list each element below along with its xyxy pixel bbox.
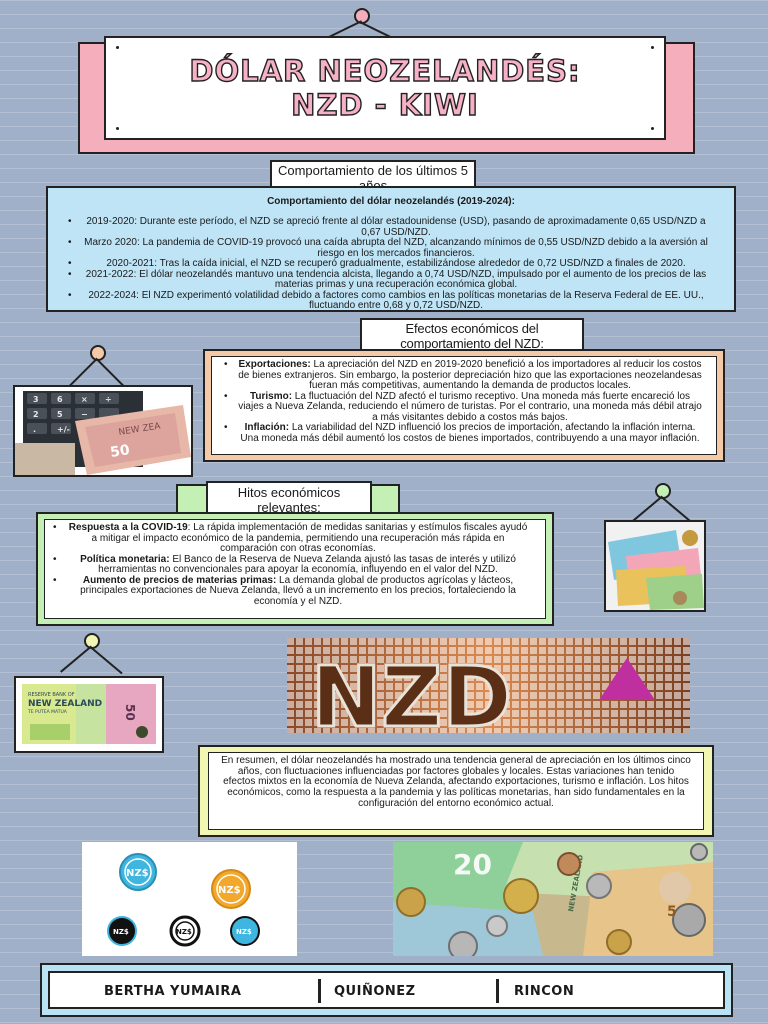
svg-text:6: 6 [57,395,63,404]
svg-text:5: 5 [57,410,63,419]
list-item: Política monetaria: El Banco de la Reser… [51,554,537,576]
svg-text:TE PUTEA MATUA: TE PUTEA MATUA [27,709,68,715]
footer-separator [318,979,321,1003]
section3-list: Respuesta a la COVID-19: La rápida imple… [45,520,545,607]
page-subtitle: NZD - KIWI [290,87,479,122]
list-item: 2021-2022: El dólar neozelandés mantuvo … [66,269,718,291]
picture3-hanger-string [90,647,123,675]
summary-text: En resumen, el dólar neozelandés ha most… [221,755,691,809]
author-first-name: BERTHA YUMAIRA [104,984,242,999]
svg-text:20: 20 [453,848,492,881]
section3-box: Respuesta a la COVID-19: La rápida imple… [36,512,554,626]
footer-separator [496,979,499,1003]
section3-label: Hitos económicos relevantes: [206,481,372,515]
svg-text:5: 5 [667,904,677,920]
svg-text:.: . [33,425,36,434]
svg-text:50: 50 [123,704,137,721]
picture2-hanger-string [631,495,663,523]
svg-text:RESERVE BANK OF: RESERVE BANK OF [28,692,75,698]
list-item: 2022-2024: El NZD experimentó volatilida… [66,290,718,312]
nz-banknote-illustration: RESERVE BANK OF NEW ZEALAND TE PUTEA MAT… [16,678,162,751]
svg-text:NZ$: NZ$ [126,868,149,879]
svg-text:50: 50 [109,442,131,461]
nzd-banknotes-image [604,520,706,612]
page-title: DÓLAR NEOZELANDÉS: [189,53,581,88]
list-item: Inflación: La variabilidad del NZD influ… [222,422,710,444]
svg-text:−: − [81,410,88,419]
nzd-sign-text: NZD [311,648,512,733]
footer-inner: BERTHA YUMAIRA QUIÑONEZ RINCON [48,971,725,1009]
nz-dollar-coins-image: NZ$ NZ$ NZ$ NZ$ NZ$ [82,842,297,956]
author-last-name: RINCON [514,984,575,999]
list-item: 2019-2020: Durante este período, el NZD … [66,216,718,238]
section2-label: Efectos económicos del comportamiento de… [360,318,584,351]
section1-box: Comportamiento del dólar neozelandés (20… [46,186,736,312]
list-item: Respuesta a la COVID-19: La rápida imple… [51,522,537,555]
summary-box: En resumen, el dólar neozelandés ha most… [198,745,714,837]
coins-banknotes-illustration: 20 NEW ZEALAND 5 [393,842,713,956]
banknotes-illustration [606,522,704,610]
list-item: 2020-2021: Tras la caída inicial, el NZD… [66,258,718,270]
nzd-coins-banknotes-image: 20 NEW ZEALAND 5 [393,842,713,956]
svg-text:×: × [81,395,88,404]
list-item: Aumento de precios de materias primas: L… [51,575,537,608]
svg-text:NZ$: NZ$ [113,928,129,936]
nz-banknote-image: RESERVE BANK OF NEW ZEALAND TE PUTEA MAT… [14,676,164,753]
list-item: Marzo 2020: La pandemia de COVID-19 prov… [66,237,718,259]
coin-logos-illustration: NZ$ NZ$ NZ$ NZ$ NZ$ [82,842,297,956]
section2-box: Exportaciones: La apreciación del NZD en… [203,349,725,462]
picture1-hanger-string [68,357,98,388]
svg-text:NEW ZEALAND: NEW ZEALAND [28,699,102,709]
svg-text:NZ$: NZ$ [236,928,252,936]
picture3-hanger-string [60,645,92,673]
section2-list: Exportaciones: La apreciación del NZD en… [212,357,716,444]
list-item: Exportaciones: La apreciación del NZD en… [222,359,710,392]
svg-text:+/-: +/- [57,425,70,434]
svg-text:NZ$: NZ$ [218,885,241,896]
svg-text:÷: ÷ [105,395,112,404]
nzd-sign-image: NZD [287,638,690,733]
svg-text:2: 2 [33,410,39,419]
list-item: Turismo: La fluctuación del NZD afectó e… [222,391,710,424]
author-middle-name: QUIÑONEZ [334,984,416,999]
title-card: DÓLAR NEOZELANDÉS: NZD - KIWI [104,36,666,140]
footer: BERTHA YUMAIRA QUIÑONEZ RINCON [40,963,733,1017]
svg-text:3: 3 [33,395,39,404]
nzd-sign-illustration: NZD [287,638,690,733]
svg-text:NZ$: NZ$ [176,928,192,936]
section1-list: 2019-2020: Durante este período, el NZD … [48,216,734,312]
section1-heading: Comportamiento del dólar neozelandés (20… [267,196,515,207]
